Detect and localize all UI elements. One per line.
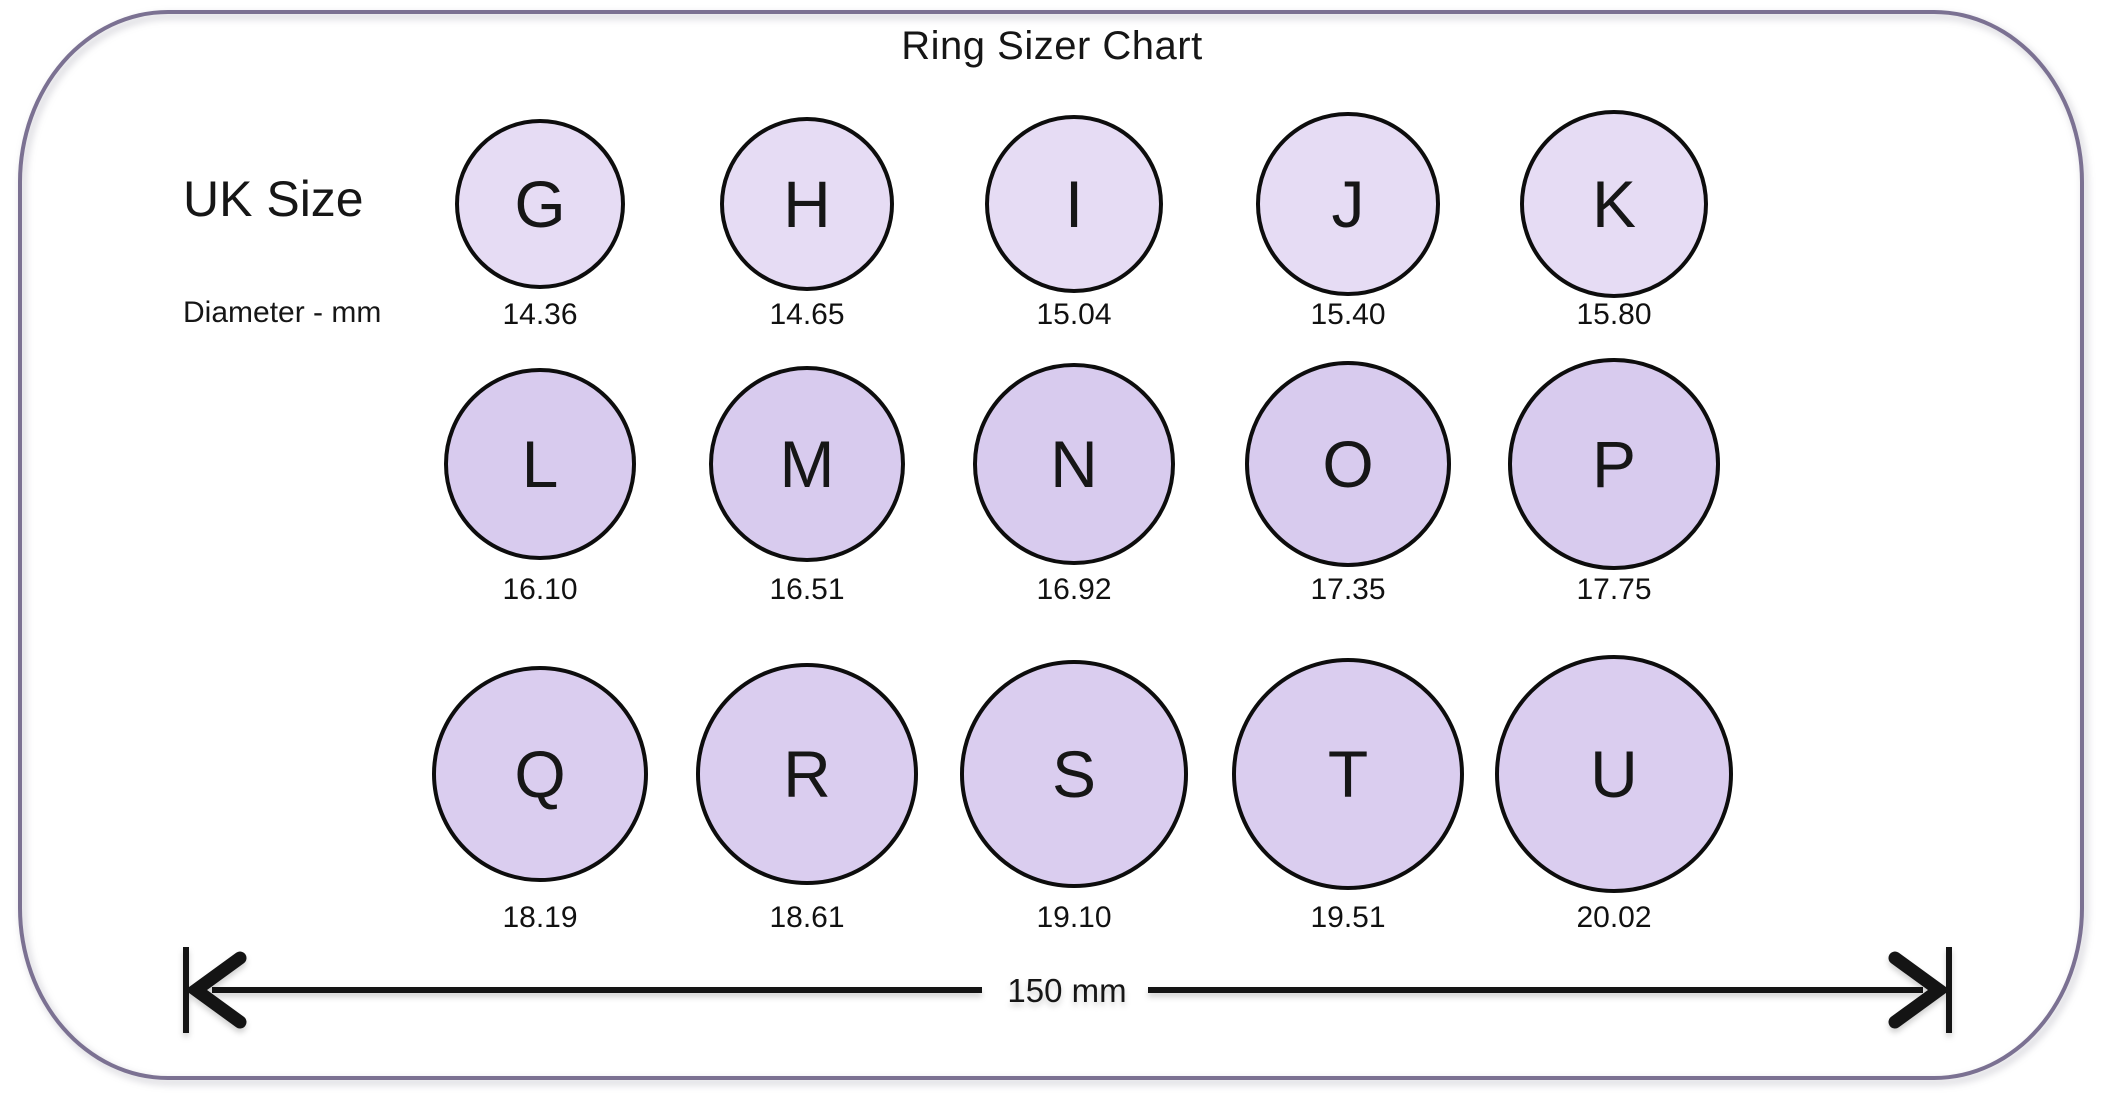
diameter-unit-label: Diameter - mm (183, 296, 382, 329)
ring-size-circle-g: G (454, 118, 626, 290)
uk-size-letter-h: H (783, 166, 831, 241)
scale-length-label: 150 mm (1007, 972, 1126, 1009)
ring-size-circle-k: K (1519, 109, 1708, 298)
diameter-value-h: 14.65 (769, 298, 845, 331)
diameter-value-j: 15.40 (1310, 298, 1386, 331)
uk-size-letter-u: U (1590, 736, 1638, 811)
diameter-value-i: 15.04 (1036, 298, 1112, 331)
arrow-head-left-icon (184, 951, 247, 1029)
diameter-value-p: 17.75 (1576, 573, 1652, 606)
diameter-value-r: 18.61 (769, 901, 845, 934)
uk-size-letter-q: Q (514, 736, 566, 811)
diameter-value-o: 17.35 (1310, 573, 1386, 606)
arrow-head-right-icon (1888, 951, 1951, 1029)
uk-size-letter-p: P (1591, 426, 1636, 501)
diameter-value-l: 16.10 (502, 573, 578, 606)
diameter-value-g: 14.36 (502, 298, 578, 331)
uk-size-letter-i: I (1064, 166, 1084, 241)
uk-size-label: UK Size (183, 171, 364, 227)
uk-size-letter-j: J (1331, 166, 1365, 241)
ring-size-circle-o: O (1244, 360, 1452, 568)
uk-size-letter-m: M (779, 426, 835, 501)
diameter-value-u: 20.02 (1576, 901, 1652, 934)
ring-size-circle-q: Q (431, 665, 649, 883)
ring-size-circle-u: U (1494, 654, 1734, 894)
ring-size-circle-n: N (973, 363, 1175, 565)
ring-size-circle-p: P (1508, 358, 1720, 570)
diameter-value-m: 16.51 (769, 573, 845, 606)
diameter-value-n: 16.92 (1036, 573, 1112, 606)
diameter-value-q: 18.19 (502, 901, 578, 934)
uk-size-letter-g: G (514, 166, 566, 241)
ring-size-circle-i: I (984, 114, 1164, 294)
ring-size-circle-h: H (719, 116, 895, 292)
ring-size-circle-r: R (696, 663, 918, 885)
ring-size-circle-l: L (444, 368, 636, 560)
uk-size-letter-s: S (1051, 736, 1096, 811)
uk-size-letter-k: K (1591, 166, 1636, 241)
ring-size-circle-j: J (1256, 112, 1440, 296)
uk-size-letter-n: N (1050, 426, 1098, 501)
ring-size-circle-m: M (708, 365, 906, 563)
ring-size-circle-t: T (1231, 657, 1465, 891)
uk-size-letter-r: R (783, 736, 831, 811)
page-title: Ring Sizer Chart (901, 24, 1203, 68)
ring-size-circle-s: S (960, 660, 1188, 888)
uk-size-letter-o: O (1322, 426, 1374, 501)
scale-arrow: 150 mm (183, 947, 1952, 1033)
diameter-value-t: 19.51 (1310, 901, 1386, 934)
chart-border-frame (18, 10, 2084, 1080)
uk-size-letter-t: T (1327, 736, 1369, 811)
uk-size-letter-l: L (521, 426, 559, 501)
diameter-value-s: 19.10 (1036, 901, 1112, 934)
diameter-value-k: 15.80 (1576, 298, 1652, 331)
